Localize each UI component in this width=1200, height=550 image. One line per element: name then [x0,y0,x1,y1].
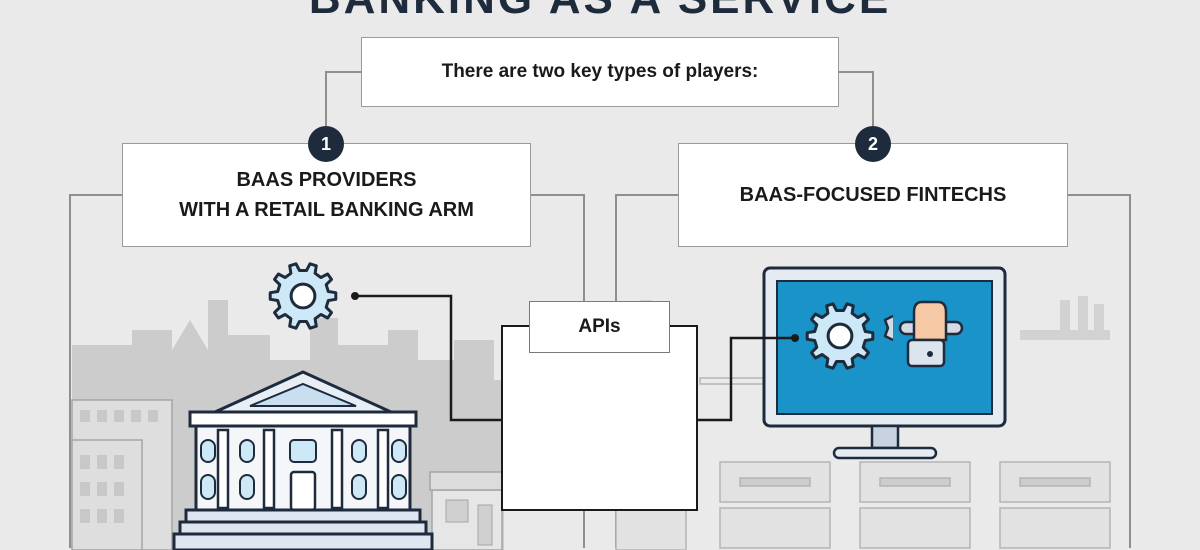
gear-icon-screen [805,302,875,370]
connector-right [839,71,874,126]
apis-label-box: APIs [529,301,670,353]
bank-building-icon [172,370,434,550]
player-1-line2: WITH A RETAIL BANKING ARM [179,199,474,221]
gear-icon-bank [268,262,338,330]
small-shop [429,471,505,550]
desk-drawers [699,377,1111,549]
intro-box: There are two key types of players: [361,37,839,107]
badge-1: 1 [308,126,344,162]
page-title: BANKING AS A SERVICE [0,0,1200,24]
intro-text: There are two key types of players: [441,61,759,82]
player-1-line1: BAAS PROVIDERS [236,169,417,191]
api-connector [355,294,795,422]
wrench-hand-icon [883,300,964,368]
left-panel-outline [69,194,122,548]
player-2-label: BAAS-FOCUSED FINTECHS [739,183,1007,206]
badge-2: 2 [855,126,891,162]
apis-label: APIs [578,316,621,337]
apis-panel [501,325,698,511]
connector-left [325,71,361,126]
